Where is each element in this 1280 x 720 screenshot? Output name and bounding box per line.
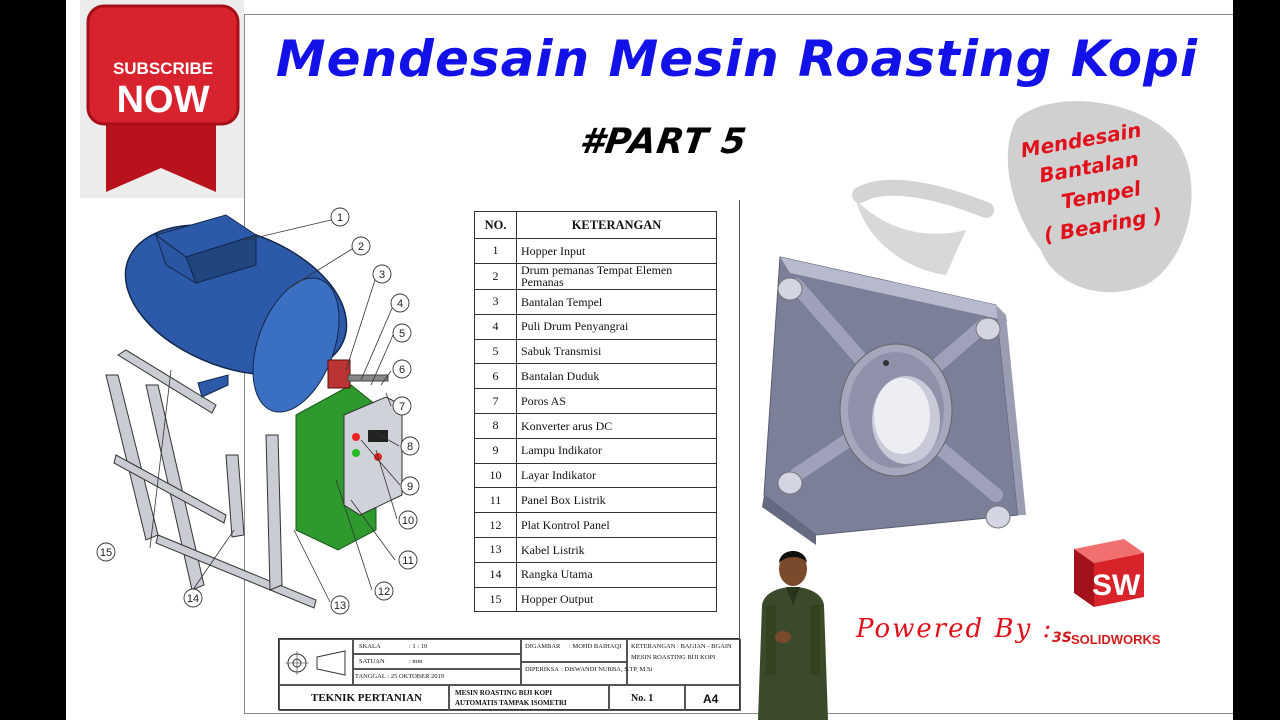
presenter-photo [758,551,828,720]
row-number: 12 [474,512,517,538]
satuan-value: : mm [409,658,423,665]
balloon-15: 15 [100,547,112,559]
row-number: 2 [474,262,517,290]
balloon-11: 11 [402,555,413,567]
skala-label: SKALA [359,643,381,650]
sheet-size: A4 [703,692,719,706]
balloon-14: 14 [187,593,199,605]
drawing-number: No. 1 [631,693,654,704]
keterangan-label: KETERANGAN : BAGIAN - BGAIN [631,643,732,650]
subscribe-badge[interactable]: SUBSCRIBE NOW [66,0,256,200]
row-description: Kabel Listrik [516,536,717,563]
part-balloons: 1 2 3 4 5 6 7 8 9 10 11 12 13 14 15 [96,207,420,615]
balloon-1: 1 [337,212,343,224]
keterangan-value: MESIN ROASTING BIJI KOPI [631,654,716,661]
roasting-machine-drawing [105,214,403,609]
row-number: 13 [474,536,517,563]
drawing-title-line1: MESIN ROASTING BIJI KOPI [455,689,553,697]
row-description: Konverter arus DC [516,412,717,439]
skala-value: : 1 : 10 [409,643,428,650]
row-description: Layar Indikator [516,462,717,489]
digambar-value: : MOHD BAIHAQI [569,643,622,650]
balloon-7: 7 [399,401,405,413]
white-canvas: SUBSCRIBE NOW Mendesain Mesin Roasting K… [66,0,1233,720]
powered-by-label: Powered By : [856,614,1054,644]
row-number: 5 [474,338,517,365]
solidworks-logo: SW [1074,539,1144,607]
row-description: Drum pemanas Tempat Elemen Pemanas [516,262,717,290]
tanggal-label: TANGGAL : 25 OKTOBER 2019 [355,673,445,680]
row-number: 14 [474,561,517,588]
balloon-5: 5 [399,328,405,340]
row-description: Plat Kontrol Panel [516,512,717,538]
row-description: Rangka Utama [516,561,717,588]
balloon-10: 10 [402,515,414,527]
thought-bubble [852,101,1192,293]
row-description: Puli Drum Penyangrai [516,313,717,340]
bearing-model [762,256,1026,545]
solidworks-wordmark: SOLIDWORKS [1071,632,1161,647]
title-block: SKALA : 1 : 10 SATUAN : mm TANGGAL : 25 … [278,638,741,711]
row-number: 1 [474,238,517,264]
row-number: 11 [474,487,517,514]
diperiksa-value: : DISWANDI NURBA, S.TP, M.Si [561,666,653,673]
drawing-title-line2: AUTOMATIS TAMPAK ISOMETRI [455,699,567,707]
balloon-2: 2 [358,241,364,253]
balloon-3: 3 [379,269,385,281]
row-number: 9 [474,437,517,464]
balloon-8: 8 [407,441,413,453]
now-label: NOW [117,79,210,121]
subscribe-label: SUBSCRIBE [113,59,213,78]
balloon-13: 13 [334,600,346,612]
balloon-9: 9 [407,481,413,493]
row-description: Poros AS [516,388,717,414]
header-no: NO. [474,211,517,239]
diperiksa-label: DIPERIKSA [525,666,559,673]
video-title: Mendesain Mesin Roasting Kopi [275,30,1199,88]
part-label: #PART 5 [577,122,750,162]
row-description: Bantalan Duduk [516,363,717,390]
row-description: Hopper Output [516,586,717,613]
department: TEKNIK PERTANIAN [311,692,422,704]
sheet-divider [739,200,740,710]
row-description: Panel Box Listrik [516,487,717,514]
row-description: Bantalan Tempel [516,288,717,315]
balloon-4: 4 [397,298,403,310]
balloon-6: 6 [399,364,405,376]
row-number: 6 [474,363,517,390]
balloon-12: 12 [378,586,390,598]
satuan-label: SATUAN [359,658,385,665]
row-number: 4 [474,313,517,340]
row-description: Sabuk Transmisi [516,338,717,365]
header-keterangan: KETERANGAN [516,211,717,239]
row-description: Hopper Input [516,238,717,264]
row-number: 8 [474,412,517,439]
row-number: 10 [474,462,517,489]
sw-logo-text: SW [1092,569,1141,602]
digambar-label: DIGAMBAR [525,643,561,650]
ds-logo: 3S [1052,630,1072,646]
row-number: 3 [474,288,517,315]
projection-symbol [285,650,346,676]
row-description: Lampu Indikator [516,437,717,464]
row-number: 7 [474,388,517,414]
row-number: 15 [474,586,517,613]
